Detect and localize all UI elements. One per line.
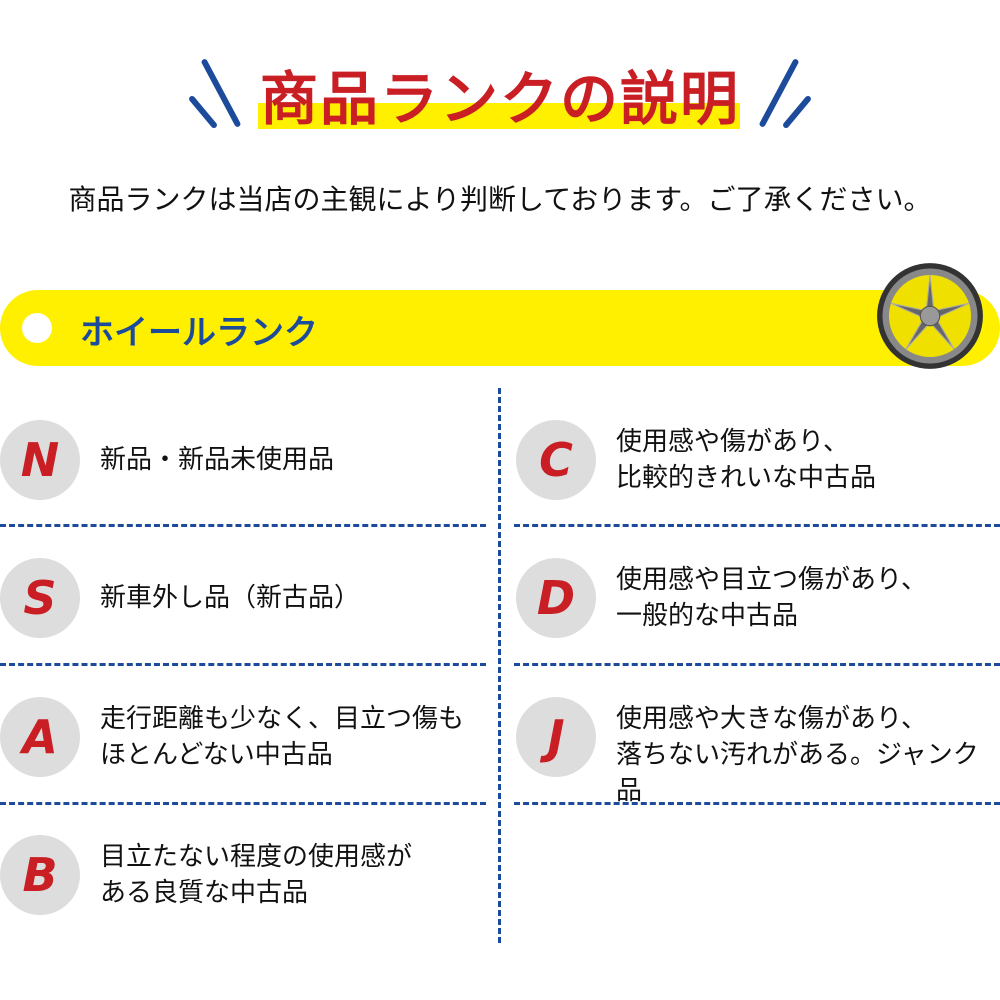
row-divider [0,524,486,527]
description-line: 新車外し品（新古品） [100,583,361,613]
rank-description: 新品・新品未使用品 [100,442,334,478]
row-divider [0,663,486,666]
rank-badge-n: N [0,420,80,500]
description-line: 一般的な中古品 [616,601,799,631]
description-line: 使用感や目立つ傷があり、 [616,565,927,595]
description-line: ほとんどない中古品 [100,740,333,770]
row-divider [514,802,1000,805]
row-divider [514,663,1000,666]
rank-description: 目立たない程度の使用感がある良質な中古品 [100,839,412,911]
section-title: ホイールランク [80,313,318,353]
rank-description: 使用感や大きな傷があり、落ちない汚れがある。ジャンク品 [616,701,1000,809]
description-line: ある良質な中古品 [100,878,309,908]
bullet-dot [22,313,52,343]
subtitle: 商品ランクは当店の主観により判断しております。ご了承ください。 [68,183,932,216]
page-title: 商品ランクの説明 [259,65,740,133]
description-line: 目立たない程度の使用感が [100,842,413,872]
rank-badge-d: D [516,558,596,638]
row-divider [514,524,1000,527]
rank-badge-b: B [0,835,80,915]
description-line: 落ちない汚れがある。ジャンク品 [616,740,979,806]
rank-description: 使用感や目立つ傷があり、一般的な中古品 [616,562,927,634]
rank-badge-c: C [516,420,596,500]
description-line: 比較的きれいな中古品 [616,463,877,493]
rank-badge-s: S [0,558,80,638]
description-line: 新品・新品未使用品 [100,445,335,475]
rank-description: 使用感や傷があり、比較的きれいな中古品 [616,424,876,496]
section-header [0,290,1000,366]
rank-badge-a: A [0,697,80,777]
description-line: 走行距離も少なく、目立つ傷も [100,704,465,734]
rank-badge-j: J [516,697,596,777]
rank-description: 走行距離も少なく、目立つ傷もほとんどない中古品 [100,701,464,773]
title-highlight [258,103,740,129]
wheel-icon [877,263,983,369]
description-line: 使用感や傷があり、 [616,427,849,457]
column-divider [498,388,501,943]
description-line: 使用感や大きな傷があり、 [616,704,927,734]
row-divider [0,802,486,805]
rank-description: 新車外し品（新古品） [100,580,360,616]
